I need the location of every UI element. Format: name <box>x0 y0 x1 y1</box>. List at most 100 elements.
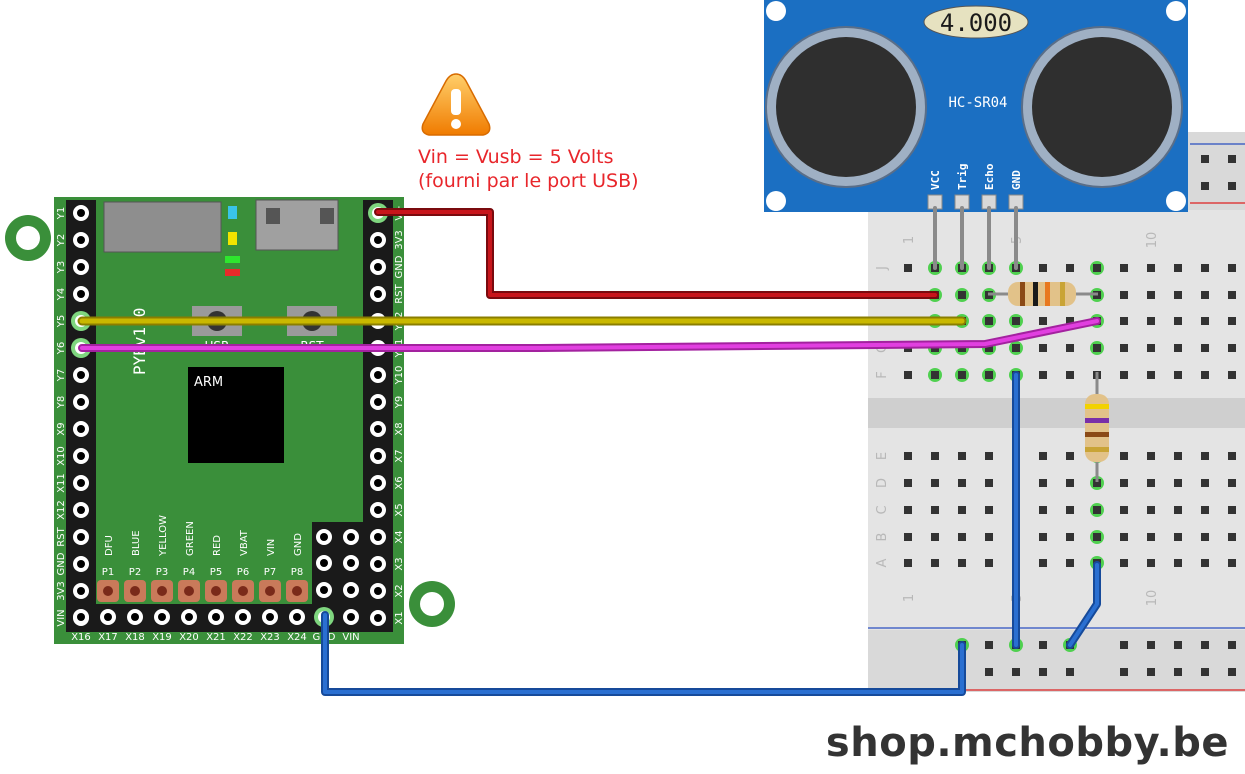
bottom-pin-label: VIN <box>342 632 359 643</box>
pin-hole <box>347 586 355 594</box>
rail-hole <box>1228 155 1236 163</box>
bb-hole <box>1228 317 1236 325</box>
bb-hole <box>1201 479 1209 487</box>
bb-hole <box>1066 264 1074 272</box>
bb-hole <box>1201 559 1209 567</box>
pin-hole <box>212 613 220 621</box>
left-pin-label: Y7 <box>56 369 67 382</box>
rail-hole <box>1039 641 1047 649</box>
bb-hole <box>931 559 939 567</box>
pin-hole <box>77 290 85 298</box>
bb-hole <box>931 452 939 460</box>
rail-hole <box>1228 668 1236 676</box>
bb-hole <box>1147 317 1155 325</box>
bb-hole <box>1039 506 1047 514</box>
bb-hole <box>1012 317 1020 325</box>
warning-line-1: Vin = Vusb = 5 Volts <box>418 146 614 168</box>
bb-hole <box>1201 291 1209 299</box>
bb-hole <box>1174 344 1182 352</box>
pin-hole <box>374 614 382 622</box>
bb-hole <box>1012 344 1020 352</box>
led-label: RED <box>212 535 223 556</box>
pin-hole <box>374 506 382 514</box>
sensor-pin-label: Echo <box>983 163 996 190</box>
left-pin-label: Y6 <box>56 342 67 355</box>
bb-hole <box>985 506 993 514</box>
right-pin-label: Y10 <box>394 366 405 386</box>
bb-hole <box>1039 533 1047 541</box>
left-pin-label: X10 <box>56 446 67 466</box>
pad-label: P8 <box>291 567 303 578</box>
right-pin-label: X4 <box>394 530 405 543</box>
bottom-pin-label: X23 <box>260 632 280 643</box>
pad-hole <box>184 586 194 596</box>
pin-hole <box>77 452 85 460</box>
bb-hole <box>1228 264 1236 272</box>
bb-hole <box>1066 506 1074 514</box>
rail-hole <box>1201 641 1209 649</box>
pin-hole <box>374 560 382 568</box>
bb-hole <box>1039 479 1047 487</box>
bb-hole <box>958 291 966 299</box>
right-pin-label: X1 <box>394 611 405 624</box>
bb-col-label: 10 <box>1145 232 1160 249</box>
bb-hole <box>904 533 912 541</box>
bb-hole <box>1147 559 1155 567</box>
bb-hole <box>1147 506 1155 514</box>
rail-hole <box>1174 668 1182 676</box>
bb-hole <box>1201 533 1209 541</box>
pin-hole <box>374 290 382 298</box>
bb-hole <box>1039 452 1047 460</box>
pin-hole <box>374 371 382 379</box>
bottom-pin-label: X21 <box>206 632 226 643</box>
bb-hole <box>1093 344 1101 352</box>
bb-hole <box>1066 452 1074 460</box>
bb-hole <box>1066 533 1074 541</box>
bb-hole <box>1174 371 1182 379</box>
pin-hole <box>347 559 355 567</box>
rail-hole <box>1147 641 1155 649</box>
bb-hole <box>904 264 912 272</box>
bb-hole <box>1174 291 1182 299</box>
bb-row-label: B <box>875 533 890 542</box>
bb-hole <box>985 533 993 541</box>
bb-hole <box>1228 479 1236 487</box>
bb-hole <box>985 559 993 567</box>
pin-hole <box>77 533 85 541</box>
left-pin-label: Y8 <box>56 396 67 409</box>
left-pin-label: X11 <box>56 473 67 493</box>
right-pin-label: 3V3 <box>394 230 405 250</box>
bb-hole <box>1174 317 1182 325</box>
bottom-pin-label: X20 <box>179 632 199 643</box>
left-pin-label: X12 <box>56 500 67 520</box>
rail-hole <box>1120 641 1128 649</box>
bb-hole <box>1201 371 1209 379</box>
pin-hole <box>374 425 382 433</box>
bb-hole <box>1147 533 1155 541</box>
pin-hole <box>374 236 382 244</box>
pad-hole <box>238 586 248 596</box>
pin-hole <box>185 613 193 621</box>
bb-hole <box>985 317 993 325</box>
right-pin-label: X8 <box>394 422 405 435</box>
bb-hole <box>904 479 912 487</box>
bb-hole <box>1147 291 1155 299</box>
bb-hole <box>985 452 993 460</box>
left-pin-label: GND <box>56 552 67 575</box>
bb-hole <box>931 479 939 487</box>
bb-hole <box>958 506 966 514</box>
bb-hole <box>1147 452 1155 460</box>
bb-hole <box>958 479 966 487</box>
bb-hole <box>1228 559 1236 567</box>
bb-hole <box>1093 264 1101 272</box>
rail-hole <box>1120 668 1128 676</box>
pin-hole <box>374 398 382 406</box>
rail-hole <box>985 668 993 676</box>
led-label: DFU <box>104 535 115 556</box>
bb-hole <box>1228 506 1236 514</box>
pin-hole <box>374 479 382 487</box>
bb-hole <box>1174 479 1182 487</box>
pad-label: P6 <box>237 567 249 578</box>
pad-hole <box>265 586 275 596</box>
